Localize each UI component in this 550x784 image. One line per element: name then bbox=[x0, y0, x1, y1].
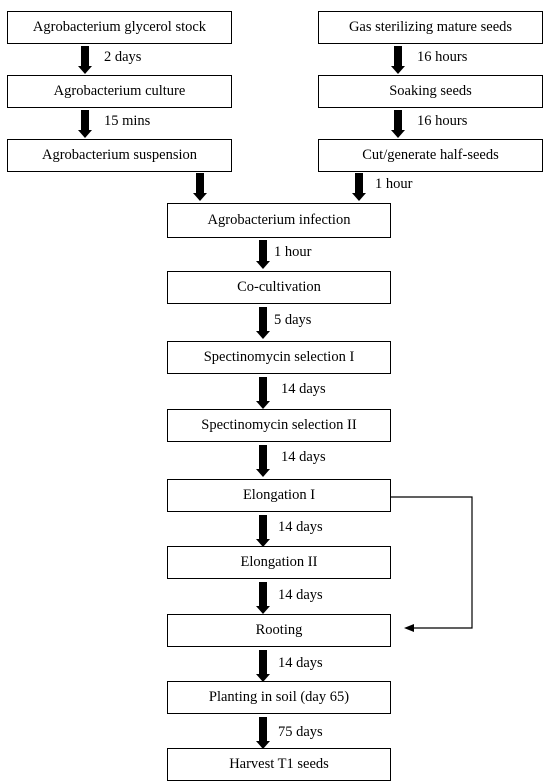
cut-half-seeds-box: Cut/generate half-seeds bbox=[318, 139, 543, 172]
down-arrow-icon bbox=[256, 515, 270, 547]
down-arrow-icon bbox=[256, 582, 270, 614]
agro-infection-box: Agrobacterium infection bbox=[167, 203, 391, 238]
down-arrow-icon bbox=[256, 307, 270, 339]
duration-label: 14 days bbox=[278, 519, 323, 535]
soaking-seeds-box: Soaking seeds bbox=[318, 75, 543, 108]
duration-label: 16 hours bbox=[417, 113, 468, 129]
duration-label: 14 days bbox=[281, 449, 326, 465]
duration-label: 14 days bbox=[278, 655, 323, 671]
down-arrow-icon bbox=[256, 240, 270, 269]
gas-sterilizing-box: Gas sterilizing mature seeds bbox=[318, 11, 543, 44]
down-arrow-icon bbox=[256, 377, 270, 409]
co-cultivation-box: Co-cultivation bbox=[167, 271, 391, 304]
down-arrow-icon bbox=[391, 110, 405, 138]
down-arrow-icon bbox=[193, 173, 207, 201]
elongation-1-box: Elongation I bbox=[167, 479, 391, 512]
duration-label: 1 hour bbox=[274, 244, 312, 260]
spectinomycin-selection-1-box: Spectinomycin selection I bbox=[167, 341, 391, 374]
down-arrow-icon bbox=[391, 46, 405, 74]
down-arrow-icon bbox=[352, 173, 366, 201]
spectinomycin-selection-2-box: Spectinomycin selection II bbox=[167, 409, 391, 442]
planting-in-soil-box: Planting in soil (day 65) bbox=[167, 681, 391, 714]
agro-suspension-box: Agrobacterium suspension bbox=[7, 139, 232, 172]
duration-label: 15 mins bbox=[104, 113, 151, 129]
down-arrow-icon bbox=[256, 445, 270, 477]
duration-label: 16 hours bbox=[417, 49, 468, 65]
duration-label: 2 days bbox=[104, 49, 142, 65]
rooting-box: Rooting bbox=[167, 614, 391, 647]
duration-label: 1 hour bbox=[375, 176, 413, 192]
harvest-t1-seeds-box: Harvest T1 seeds bbox=[167, 748, 391, 781]
agro-glycerol-stock-box: Agrobacterium glycerol stock bbox=[7, 11, 232, 44]
elongation-2-box: Elongation II bbox=[167, 546, 391, 579]
duration-label: 5 days bbox=[274, 312, 312, 328]
agro-culture-box: Agrobacterium culture bbox=[7, 75, 232, 108]
down-arrow-icon bbox=[78, 46, 92, 74]
down-arrow-icon bbox=[256, 650, 270, 682]
down-arrow-icon bbox=[256, 717, 270, 749]
duration-label: 75 days bbox=[278, 724, 323, 740]
duration-label: 14 days bbox=[278, 587, 323, 603]
duration-label: 14 days bbox=[281, 381, 326, 397]
down-arrow-icon bbox=[78, 110, 92, 138]
